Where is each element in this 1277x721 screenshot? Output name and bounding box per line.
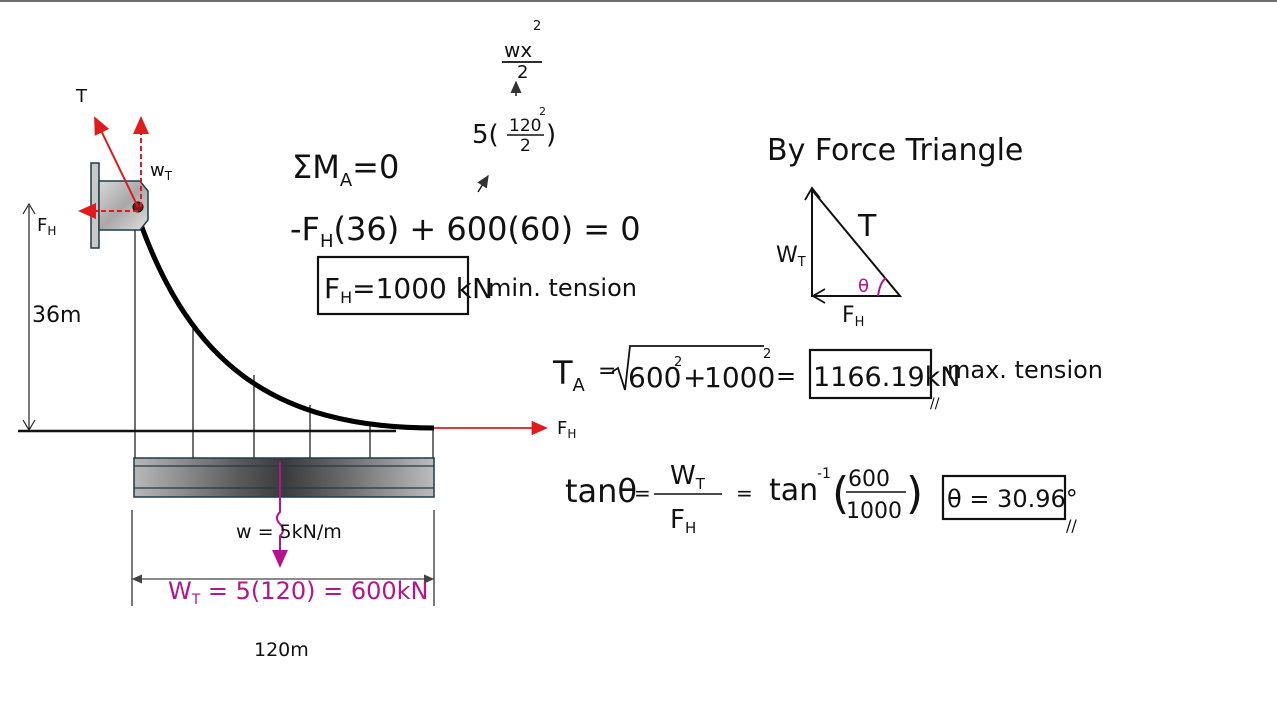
angle-paren-num: 600: [848, 467, 890, 492]
label-T: T: [75, 86, 88, 107]
sum-moment: ΣMA=0: [292, 148, 399, 191]
triangle-label-fh: FH: [842, 303, 864, 330]
angle-paren-right: ): [906, 468, 923, 519]
deck-beam: [133, 457, 435, 498]
fh-result-box: [316, 255, 470, 316]
angle-equation: tanθ = WT FH = tan -1 ( 600 1000 ) θ = 3…: [565, 461, 1078, 537]
label-span: 120m: [254, 639, 309, 661]
moment-sub-denom: 2: [520, 136, 531, 156]
moment-sub-suffix: ): [546, 120, 556, 150]
tension-result-box: [808, 348, 933, 400]
moment-equation: -FH(36) + 600(60) = 0: [290, 210, 641, 252]
radicand-a: 600: [628, 361, 681, 394]
min-tension-label: min. tension: [488, 274, 637, 302]
angle-equals: =: [634, 481, 651, 505]
sqrt-symbol: [611, 345, 764, 391]
structure-diagram: T wT FH FH 36m w = 5kN/m 120m WT = 5(120…: [18, 86, 576, 661]
tension-equals-2: =: [776, 362, 796, 390]
label-height: 36m: [32, 303, 81, 328]
angle-lhs: tanθ: [565, 472, 637, 510]
label-wt-calc: WT = 5(120) = 600kN: [168, 577, 429, 608]
angle-result-box: [941, 474, 1067, 521]
radicand-b: 1000: [704, 361, 775, 394]
moment-sub-numer: 120: [509, 116, 541, 136]
label-load: w = 5kN/m: [236, 521, 342, 543]
top-border: [0, 0, 1277, 2]
moment-top-denom: 2: [517, 62, 528, 83]
moment-top-exp: 2: [533, 19, 541, 34]
tension-mark: //: [930, 396, 940, 412]
triangle-label-T: T: [857, 209, 877, 244]
label-fh-left: FH: [37, 215, 56, 238]
angle-tan-inv-exp: -1: [817, 466, 831, 482]
height-arrow-top: [22, 202, 36, 215]
cable-curve: [137, 221, 435, 431]
moment-sub-prefix: 5(: [472, 120, 499, 150]
support-plate: [90, 162, 100, 249]
radicand-a-exp: 2: [674, 355, 682, 370]
tension-arrow: [94, 116, 139, 208]
angle-result: θ = 30.96°: [947, 485, 1078, 513]
triangle-label-theta: θ: [858, 276, 869, 297]
radicand-b-exp: 2: [763, 347, 771, 362]
tension-result: 1166.19kN: [813, 362, 961, 393]
label-fh-right: FH: [557, 418, 576, 441]
moment-top-numer: wx: [504, 38, 532, 62]
label-wt: wT: [150, 160, 173, 183]
hangers: [134, 225, 434, 460]
load-arrow: [272, 462, 288, 568]
force-triangle: By Force Triangle T WT FH θ: [767, 133, 1023, 330]
tension-equals: =: [598, 359, 616, 384]
height-arrow-bottom: [22, 419, 36, 432]
theta-arc: [877, 277, 887, 297]
angle-equals-2: =: [736, 481, 753, 505]
angle-frac-den: FH: [670, 505, 696, 537]
moment-equations: wx 2 2 5( 120 2 2 ) ΣMA=0 -FH(36) + 600(…: [290, 19, 641, 316]
angle-mark: //: [1066, 516, 1077, 535]
max-tension-equation: TA = 600 2 + 1000 2 = 1166.19kN // max. …: [552, 345, 1103, 412]
tension-prefix: TA: [552, 354, 586, 396]
angle-frac-num: WT: [670, 461, 706, 493]
tension-plus: +: [683, 361, 706, 394]
angle-tan-inv: tan: [769, 473, 818, 508]
fh-result: FH=1000 kN: [324, 272, 493, 307]
triangle-label-wt: WT: [776, 243, 806, 270]
angle-paren-left: (: [832, 468, 849, 519]
triangle-shape: [811, 187, 903, 297]
angle-paren-den: 1000: [846, 499, 902, 524]
moment-sub-exp: 2: [539, 105, 546, 118]
max-tension-label: max. tension: [947, 356, 1103, 384]
force-triangle-title: By Force Triangle: [767, 133, 1023, 168]
